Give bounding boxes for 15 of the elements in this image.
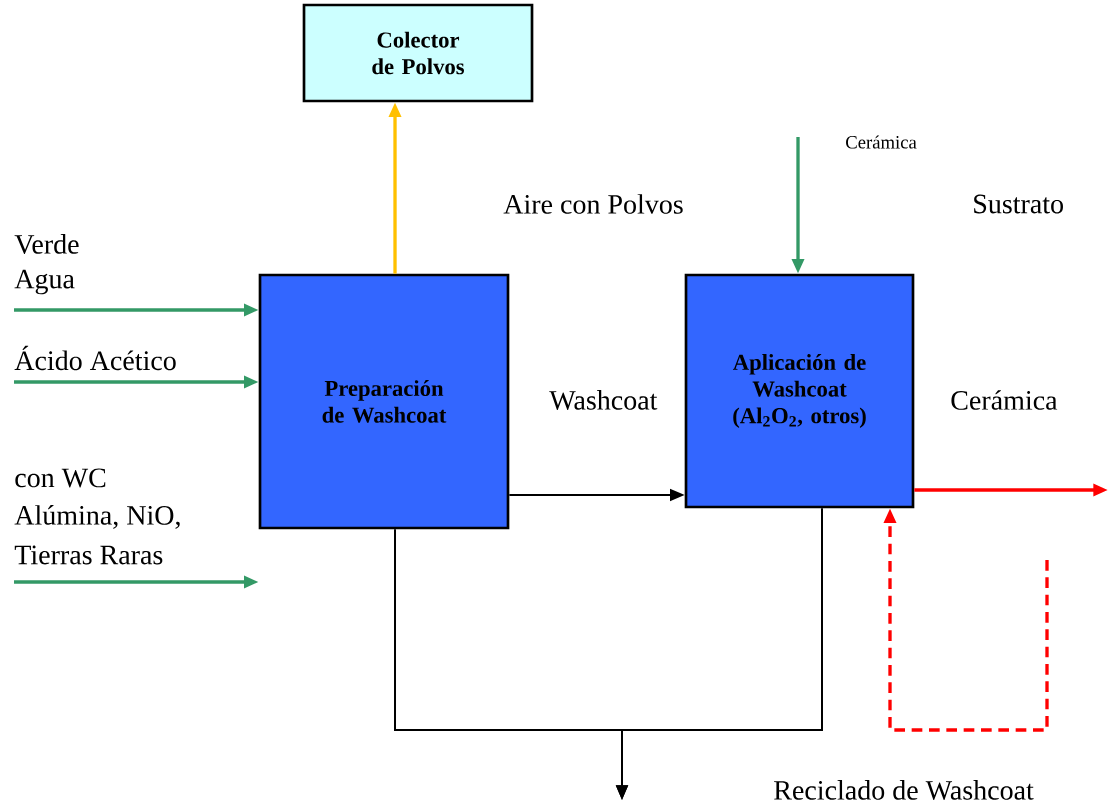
label-text: Reciclado de Washcoat <box>774 780 1034 800</box>
process-box: Colector de Polvos <box>302 3 534 103</box>
label-text: Sustrato <box>974 194 1063 214</box>
label-text: Cerámica <box>846 135 917 149</box>
label-text: Agua <box>14 269 75 295</box>
process-box: Aplicación de Washcoat (Al$_{2}$O$_{2}$, otros) <box>684 273 915 509</box>
label-text: Washcoat <box>549 390 658 410</box>
label-text: con WC <box>15 468 106 488</box>
process-box: Preparación de Washcoat <box>258 273 510 530</box>
label-text: Tierras Raras <box>14 545 163 565</box>
label-text: Verde <box>14 234 79 254</box>
label-text: Aire con Polvos <box>503 194 683 214</box>
label-text: Alúmina, NiO, <box>14 505 180 529</box>
label-text: Cerámica <box>951 390 1058 410</box>
label-text: Ácido Acético <box>14 345 176 371</box>
